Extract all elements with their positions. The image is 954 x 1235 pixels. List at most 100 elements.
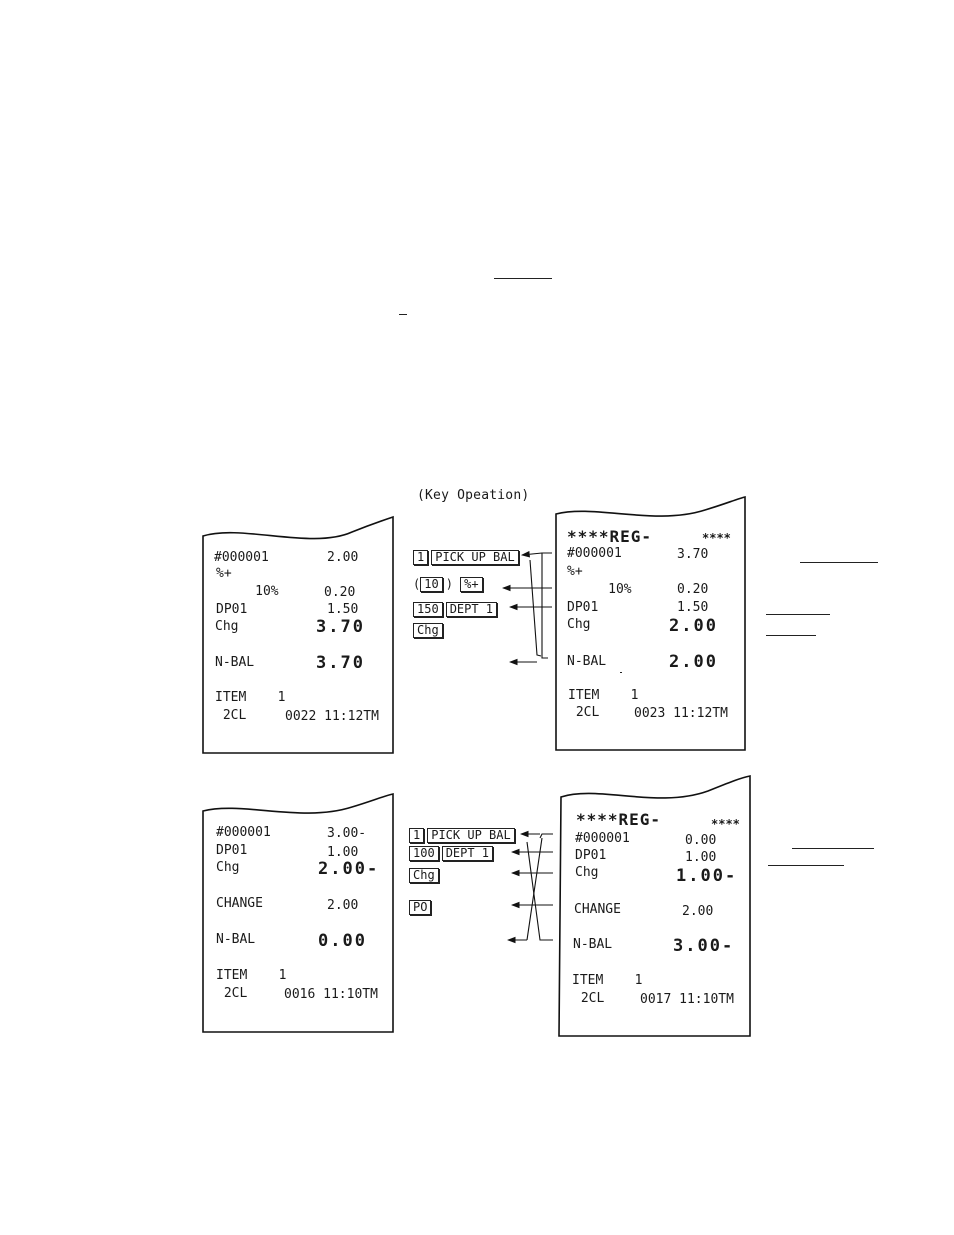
underline-mark <box>494 278 552 279</box>
receipt-line-label: N-BAL <box>215 655 255 670</box>
receipt-line-value: 0016 11:10TM <box>284 987 378 1002</box>
dash-mark <box>399 314 407 315</box>
receipt-line-label: CHANGE <box>574 902 621 917</box>
po-key[interactable]: PO <box>409 900 432 915</box>
receipt-line-label: Chg <box>216 860 240 875</box>
receipt-line-value: 2.00 <box>669 616 718 636</box>
receipt-line-label: %+ <box>216 566 232 581</box>
margin-mark <box>768 865 844 866</box>
receipt-line-label: N-BAL <box>567 654 607 669</box>
receipt-line-value: 2.00 <box>327 550 359 565</box>
receipt-line-value: 2.00 <box>682 904 714 919</box>
receipt-line-value: 0022 11:12TM <box>285 709 379 724</box>
receipt-line-value: 0.00 <box>318 931 367 951</box>
receipt-line-label: 10% <box>569 582 632 597</box>
receipt-line-label: 2CL <box>568 705 600 720</box>
paren-open: ( <box>413 577 421 591</box>
chg-key[interactable]: Chg <box>409 868 439 883</box>
receipt-line-label: #000001 <box>575 831 630 846</box>
dept-1-key[interactable]: DEPT 1 <box>441 846 494 861</box>
receipt-line-label: #000001 <box>214 550 269 565</box>
receipt-line-value: 0017 11:10TM <box>640 992 734 1007</box>
receipt-line-value: 1.00 <box>685 850 717 865</box>
dept-1-key[interactable]: DEPT 1 <box>445 602 498 617</box>
receipt-bottom-left: #000001 3.00- DP01 1.00 Chg 2.00- CHANGE… <box>202 793 394 1033</box>
numeric-key[interactable]: 150 <box>413 602 443 617</box>
receipt-line-value: 1.00 <box>327 845 359 860</box>
receipt-line-value: 2.00 <box>327 898 359 913</box>
numeric-key[interactable]: 1 <box>409 828 425 843</box>
margin-mark <box>800 562 878 563</box>
receipt-line-label: %+ <box>567 564 583 579</box>
margin-mark <box>766 635 816 636</box>
receipt-title: ****REG- <box>576 810 662 829</box>
pick-up-bal-key[interactable]: PICK UP BAL <box>431 550 519 565</box>
receipt-top-left: #000001 2.00 %+ 10% 0.20 DP01 1.50 Chg 3… <box>202 515 394 754</box>
receipt-line-label: DP01 <box>567 600 599 615</box>
receipt-line-value: 0.00 <box>685 833 717 848</box>
key-operation-heading: (Key Opeation) <box>417 488 530 503</box>
receipt-line-value: 1.50 <box>327 602 359 617</box>
receipt-line-value: 3.70 <box>677 547 709 562</box>
margin-mark <box>766 614 830 615</box>
numeric-key[interactable]: 10 <box>420 577 443 592</box>
receipt-title-stars: **** <box>702 531 731 545</box>
pick-up-bal-key[interactable]: PICK UP BAL <box>427 828 515 843</box>
receipt-line-label: ITEM 1 <box>216 968 287 983</box>
receipt-bottom-right: ****REG- **** #000001 0.00 DP01 1.00 Chg… <box>558 775 751 1037</box>
margin-mark <box>620 672 622 673</box>
receipt-top-right: ****REG- **** #000001 3.70 %+ 10% 0.20 D… <box>555 495 747 751</box>
receipt-line-label: N-BAL <box>573 937 613 952</box>
paren-close: ) <box>445 577 453 591</box>
receipt-line-value: 0.20 <box>677 582 709 597</box>
chg-key[interactable]: Chg <box>413 623 443 638</box>
receipt-line-label: 2CL <box>573 991 605 1006</box>
receipt-line-label: ITEM 1 <box>215 690 286 705</box>
receipt-line-value: 0023 11:12TM <box>634 706 728 721</box>
receipt-line-label: CHANGE <box>216 896 263 911</box>
receipt-line-value: 3.00- <box>673 936 735 956</box>
receipt-line-label: DP01 <box>575 848 607 863</box>
margin-mark <box>792 848 874 849</box>
receipt-line-value: 0.20 <box>324 585 356 600</box>
receipt-line-value: 3.70 <box>316 617 365 637</box>
key-row: PO <box>409 900 434 915</box>
numeric-key[interactable]: 1 <box>413 550 429 565</box>
receipt-paper-outline <box>202 515 394 754</box>
receipt-line-label: #000001 <box>216 825 271 840</box>
receipt-line-label: DP01 <box>216 843 248 858</box>
receipt-line-value: 3.70 <box>316 653 365 673</box>
receipt-line-label: ITEM 1 <box>568 688 639 703</box>
receipt-line-label: 2CL <box>215 708 247 723</box>
receipt-line-label: Chg <box>215 619 239 634</box>
receipt-line-value: 1.50 <box>677 600 709 615</box>
key-row: (10) %+ <box>413 577 486 592</box>
numeric-key[interactable]: 100 <box>409 846 439 861</box>
percent-plus-key[interactable]: %+ <box>460 577 483 592</box>
receipt-line-label: DP01 <box>216 602 248 617</box>
receipt-title: ****REG- <box>567 527 653 546</box>
key-row: Chg <box>413 623 446 638</box>
receipt-line-value: 1.00- <box>676 866 738 886</box>
receipt-line-label: Chg <box>567 617 591 632</box>
receipt-line-label: 10% <box>216 584 279 599</box>
receipt-line-value: 3.00- <box>327 826 367 841</box>
receipt-line-value: 2.00- <box>318 859 380 879</box>
receipt-paper-outline <box>555 495 746 751</box>
receipt-paper-outline <box>558 775 751 1037</box>
receipt-line-label: ITEM 1 <box>572 973 643 988</box>
receipt-line-label: Chg <box>575 865 599 880</box>
receipt-line-label: #000001 <box>567 546 622 561</box>
receipt-line-label: N-BAL <box>216 932 256 947</box>
receipt-title-stars: **** <box>711 817 740 831</box>
key-row: Chg <box>409 868 442 883</box>
receipt-line-label: 2CL <box>216 986 248 1001</box>
receipt-line-value: 2.00 <box>669 652 718 672</box>
